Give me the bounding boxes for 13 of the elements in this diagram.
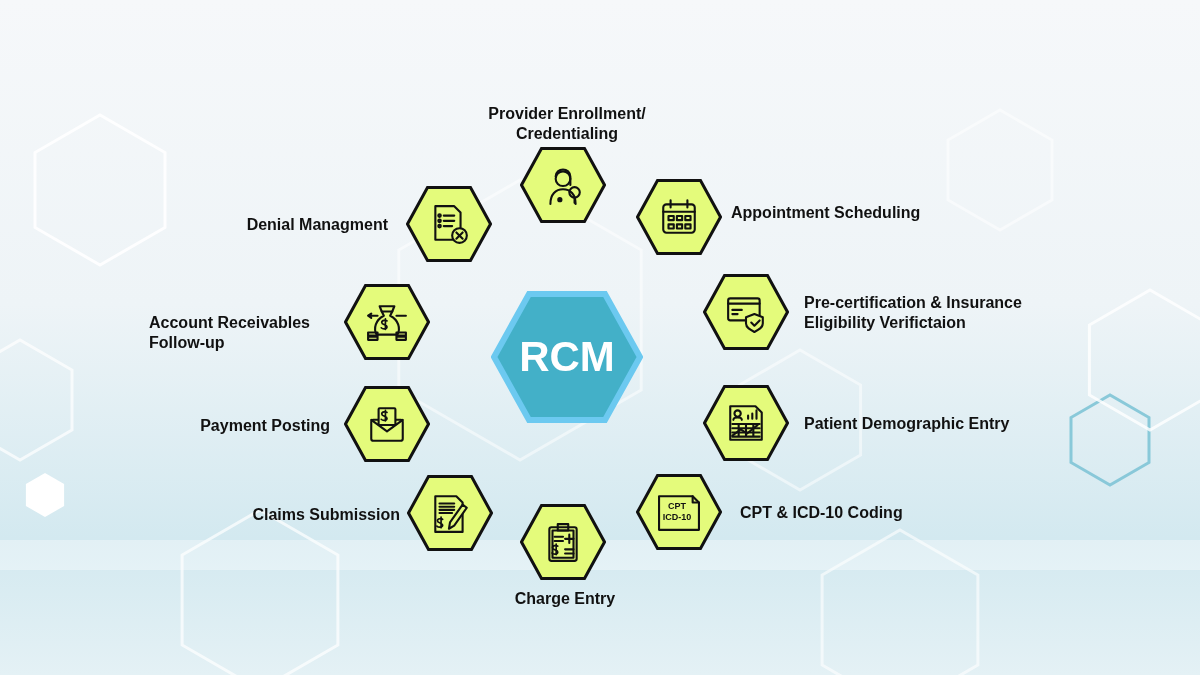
step-label: Appointment Scheduling <box>731 203 922 223</box>
step-label: Payment Posting <box>199 416 330 436</box>
step-label: Provider Enrollment/ Credentialing <box>487 104 647 144</box>
step-label: Patient Demographic Entry <box>804 414 1011 434</box>
code-label: ICD-10 <box>661 512 693 522</box>
step-label: Denial Managment <box>245 215 388 235</box>
step-label: Account Receivables Follow-up <box>149 313 311 353</box>
step-label: Pre-certification & Insurance Eligibility Verifictaion <box>804 293 1023 333</box>
center-title: RCM <box>519 333 615 381</box>
code-label: CPT <box>667 501 687 511</box>
step-label: Claims Submission <box>251 505 400 525</box>
step-label: CPT & ICD-10 Coding <box>740 503 904 523</box>
step-label: Charge Entry <box>513 589 617 609</box>
